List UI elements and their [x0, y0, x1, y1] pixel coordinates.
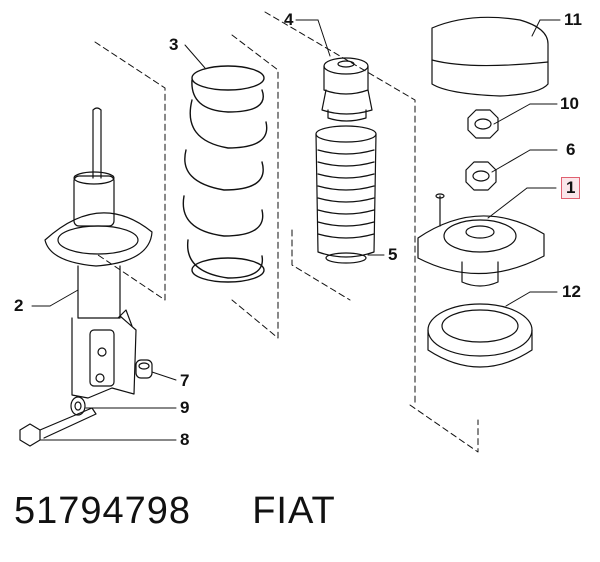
bushing-part-7	[135, 359, 153, 379]
nut-part-10	[467, 109, 499, 139]
callout-9: 9	[180, 398, 190, 417]
part-number: 51794798	[14, 490, 192, 532]
brand-name: FIAT	[252, 490, 336, 532]
callout-6: 6	[566, 140, 576, 159]
callout-10: 10	[560, 94, 579, 113]
bearing-ring-part-12	[427, 303, 533, 368]
callout-11: 11	[564, 10, 582, 29]
callout-4: 4	[284, 10, 294, 29]
strut-assembly-part-2	[44, 107, 153, 399]
exploded-parts-diagram	[19, 11, 561, 453]
callout-8: 8	[180, 430, 190, 449]
callout-12: 12	[562, 282, 581, 301]
top-cap-part-11	[431, 16, 549, 97]
bump-stop-part-4	[321, 57, 373, 122]
coil-spring-part-3	[182, 65, 268, 283]
dashed-guide-lines	[94, 11, 479, 453]
strut-mount-part-1	[417, 193, 545, 287]
callout-3: 3	[169, 35, 179, 54]
callout-2: 2	[14, 296, 24, 315]
part-caption: 51794798 FIAT	[14, 490, 336, 533]
callout-7: 7	[180, 371, 190, 390]
callout-5: 5	[388, 245, 398, 264]
nut-part-6	[465, 161, 497, 191]
callout-1: 1	[561, 177, 581, 199]
dust-boot-part-5	[315, 125, 377, 264]
washer-part-9	[70, 396, 86, 416]
leader-lines	[31, 19, 561, 441]
